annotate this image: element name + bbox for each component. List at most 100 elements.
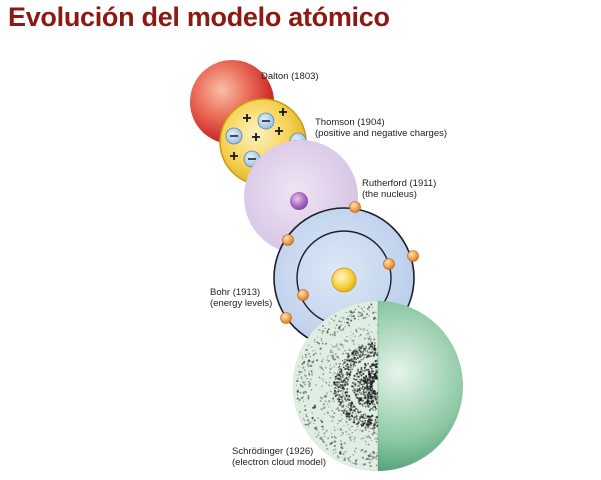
cloud-dot bbox=[303, 369, 306, 371]
cloud-dot bbox=[341, 343, 344, 347]
cloud-dot bbox=[363, 330, 365, 332]
cloud-dot bbox=[337, 348, 341, 351]
cloud-dot bbox=[371, 346, 374, 349]
cloud-dot bbox=[344, 358, 346, 361]
cloud-dot bbox=[311, 416, 314, 419]
cloud-dot bbox=[373, 422, 376, 424]
cloud-dot bbox=[348, 413, 351, 416]
cloud-dot bbox=[329, 364, 332, 367]
cloud-dot bbox=[364, 413, 367, 416]
cloud-dot bbox=[342, 362, 345, 364]
cloud-dot bbox=[368, 379, 370, 381]
cloud-dot bbox=[353, 417, 355, 419]
cloud-dot bbox=[360, 420, 362, 422]
cloud-dot bbox=[362, 420, 364, 422]
cloud-dot bbox=[376, 454, 378, 457]
cloud-dot bbox=[333, 382, 336, 385]
cloud-dot bbox=[358, 360, 361, 363]
cloud-dot bbox=[348, 314, 350, 316]
cloud-dot bbox=[363, 397, 366, 399]
cloud-dot bbox=[334, 346, 336, 348]
cloud-dot bbox=[369, 385, 372, 388]
cloud-dot bbox=[364, 421, 367, 424]
cloud-dot bbox=[367, 443, 370, 446]
cloud-dot bbox=[324, 406, 326, 408]
cloud-dot bbox=[375, 456, 377, 458]
cloud-dot bbox=[348, 324, 350, 326]
cloud-dot bbox=[307, 352, 310, 355]
cloud-dot bbox=[369, 416, 372, 418]
cloud-dot bbox=[351, 315, 353, 317]
cloud-dot bbox=[357, 315, 360, 318]
cloud-dot bbox=[362, 391, 365, 394]
cloud-dot bbox=[352, 389, 355, 392]
cloud-dot bbox=[340, 410, 343, 412]
cloud-dot bbox=[361, 456, 365, 459]
cloud-dot bbox=[339, 343, 342, 346]
negative-charge-icon bbox=[225, 127, 243, 145]
cloud-dot bbox=[345, 410, 348, 413]
cloud-dot bbox=[352, 365, 355, 368]
cloud-dot bbox=[369, 387, 371, 389]
cloud-dot bbox=[352, 360, 355, 363]
cloud-dot bbox=[308, 383, 310, 385]
cloud-dot bbox=[345, 413, 347, 415]
cloud-dot bbox=[320, 377, 323, 380]
cloud-dot bbox=[342, 394, 344, 397]
cloud-dot bbox=[362, 393, 365, 396]
cloud-dot bbox=[367, 370, 371, 373]
cloud-dot bbox=[347, 412, 350, 415]
cloud-dot bbox=[314, 350, 316, 352]
cloud-dot bbox=[302, 418, 305, 420]
cloud-dot bbox=[374, 419, 377, 422]
cloud-dot bbox=[315, 426, 318, 429]
cloud-dot bbox=[333, 359, 335, 361]
cloud-dot bbox=[373, 352, 377, 356]
cloud-dot bbox=[368, 435, 370, 437]
cloud-dot bbox=[334, 448, 337, 451]
cloud-dot bbox=[348, 355, 351, 358]
cloud-dot bbox=[336, 346, 338, 348]
cloud-dot bbox=[308, 426, 310, 428]
cloud-dot bbox=[337, 396, 340, 399]
cloud-dot bbox=[355, 330, 358, 333]
cloud-dot bbox=[310, 378, 312, 381]
cloud-dot bbox=[333, 440, 336, 443]
cloud-dot bbox=[337, 327, 340, 330]
cloud-dot bbox=[375, 433, 378, 435]
cloud-dot bbox=[368, 336, 371, 338]
cloud-dot bbox=[344, 391, 347, 394]
cloud-dot bbox=[357, 305, 360, 308]
electron-icon bbox=[280, 312, 292, 324]
cloud-dot bbox=[308, 360, 311, 363]
cloud-dot bbox=[299, 383, 302, 386]
cloud-dot bbox=[368, 343, 371, 346]
cloud-dot bbox=[335, 408, 338, 410]
cloud-dot bbox=[375, 421, 377, 423]
cloud-dot bbox=[326, 359, 328, 361]
cloud-dot bbox=[360, 400, 362, 402]
electron-icon bbox=[407, 250, 419, 262]
cloud-dot bbox=[338, 404, 341, 406]
cloud-dot bbox=[307, 423, 309, 426]
cloud-dot bbox=[313, 419, 316, 422]
cloud-dot bbox=[321, 439, 324, 442]
cloud-dot bbox=[358, 372, 360, 374]
cloud-dot bbox=[336, 355, 339, 358]
cloud-dot bbox=[356, 375, 359, 378]
cloud-dot bbox=[362, 328, 366, 331]
cloud-dot bbox=[365, 354, 367, 356]
cloud-dot bbox=[353, 388, 356, 391]
cloud-dot bbox=[338, 389, 340, 391]
cloud-dot bbox=[376, 415, 378, 418]
cloud-dot bbox=[315, 384, 317, 386]
cloud-dot bbox=[328, 322, 330, 324]
cloud-dot bbox=[349, 407, 352, 410]
cloud-dot bbox=[372, 380, 375, 383]
cloud-dot bbox=[351, 425, 353, 428]
cloud-dot bbox=[344, 383, 347, 386]
cloud-dot bbox=[336, 387, 338, 390]
cloud-dot bbox=[317, 341, 319, 344]
cloud-dot bbox=[361, 425, 363, 427]
rutherford-label: Rutherford (1911) (the nucleus) bbox=[362, 178, 437, 200]
